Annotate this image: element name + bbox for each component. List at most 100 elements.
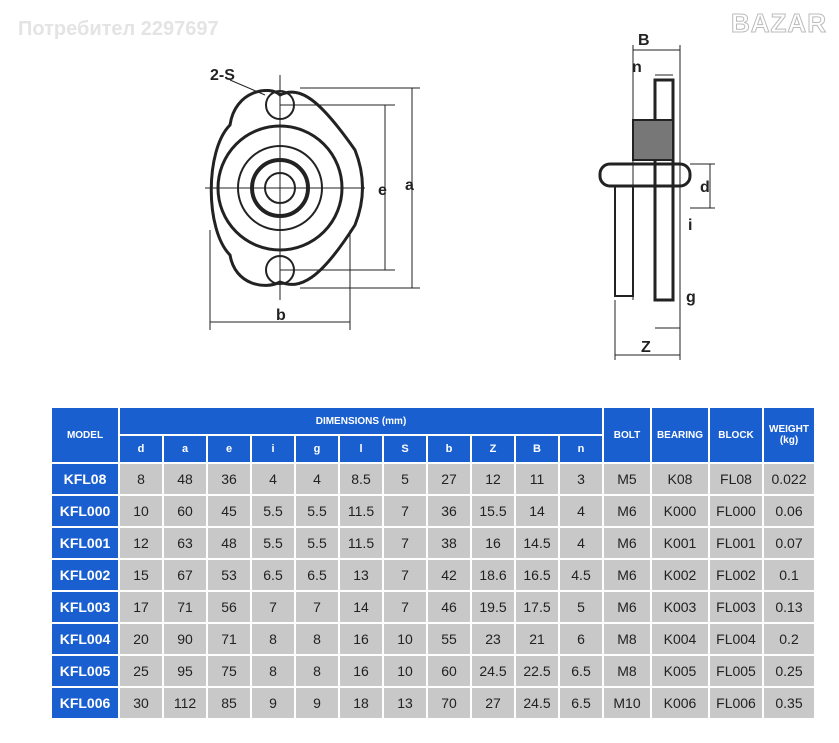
bolt-cell: M6 (604, 592, 650, 622)
dim-cell-l: 14 (340, 592, 382, 622)
bolt-cell: M8 (604, 624, 650, 654)
bearing-cell: K003 (652, 592, 708, 622)
dim-cell-S: 7 (384, 528, 426, 558)
dim-cell-S: 10 (384, 624, 426, 654)
dim-cell-l: 8.5 (340, 464, 382, 494)
dim-cell-a: 90 (164, 624, 206, 654)
dim-cell-g: 6.5 (296, 560, 338, 590)
dim-cell-n: 4 (560, 528, 602, 558)
header-dim-Z: Z (472, 436, 514, 462)
dim-cell-B: 14 (516, 496, 558, 526)
dim-cell-i: 5.5 (252, 528, 294, 558)
dim-cell-n: 4.5 (560, 560, 602, 590)
dim-cell-Z: 18.6 (472, 560, 514, 590)
model-cell: KFL002 (52, 560, 118, 590)
bolt-cell: M6 (604, 560, 650, 590)
weight-cell: 0.35 (764, 688, 814, 718)
header-dim-B: B (516, 436, 558, 462)
dim-cell-b: 70 (428, 688, 470, 718)
model-cell: KFL08 (52, 464, 118, 494)
dim-cell-B: 16.5 (516, 560, 558, 590)
model-cell: KFL006 (52, 688, 118, 718)
dim-cell-i: 5.5 (252, 496, 294, 526)
dim-cell-B: 14.5 (516, 528, 558, 558)
side-view (598, 45, 715, 360)
dim-cell-S: 5 (384, 464, 426, 494)
dim-cell-g: 9 (296, 688, 338, 718)
model-cell: KFL005 (52, 656, 118, 686)
bolt-cell: M6 (604, 528, 650, 558)
dim-cell-l: 18 (340, 688, 382, 718)
weight-cell: 0.13 (764, 592, 814, 622)
front-view (205, 75, 420, 330)
header-dim-a: a (164, 436, 206, 462)
dim-cell-S: 13 (384, 688, 426, 718)
bearing-cell: K000 (652, 496, 708, 526)
block-cell: FL004 (710, 624, 762, 654)
dim-cell-n: 5 (560, 592, 602, 622)
header-block: BLOCK (710, 408, 762, 462)
dim-cell-a: 67 (164, 560, 206, 590)
dim-cell-g: 5.5 (296, 496, 338, 526)
dim-cell-d: 10 (120, 496, 162, 526)
bearing-cell: K006 (652, 688, 708, 718)
dim-cell-e: 75 (208, 656, 250, 686)
header-dimensions: DIMENSIONS (mm) (120, 408, 602, 434)
label-B: B (638, 32, 650, 49)
bolt-cell: M5 (604, 464, 650, 494)
dim-cell-B: 22.5 (516, 656, 558, 686)
block-cell: FL005 (710, 656, 762, 686)
dim-cell-B: 21 (516, 624, 558, 654)
dim-cell-e: 48 (208, 528, 250, 558)
block-cell: FL003 (710, 592, 762, 622)
bearing-cell: K005 (652, 656, 708, 686)
dim-cell-d: 12 (120, 528, 162, 558)
weight-cell: 0.1 (764, 560, 814, 590)
dim-cell-l: 16 (340, 624, 382, 654)
dim-cell-d: 17 (120, 592, 162, 622)
dim-cell-Z: 27 (472, 688, 514, 718)
dim-cell-d: 20 (120, 624, 162, 654)
dim-cell-b: 42 (428, 560, 470, 590)
model-cell: KFL001 (52, 528, 118, 558)
dim-cell-n: 4 (560, 496, 602, 526)
label-b: b (276, 307, 286, 324)
header-dim-g: g (296, 436, 338, 462)
label-2-s: 2-S (210, 67, 235, 84)
dim-cell-g: 4 (296, 464, 338, 494)
dim-cell-i: 7 (252, 592, 294, 622)
dim-cell-e: 36 (208, 464, 250, 494)
block-cell: FL001 (710, 528, 762, 558)
label-a: a (405, 177, 414, 194)
dim-cell-Z: 12 (472, 464, 514, 494)
dim-cell-l: 16 (340, 656, 382, 686)
dim-cell-a: 95 (164, 656, 206, 686)
header-dim-l: l (340, 436, 382, 462)
model-cell: KFL004 (52, 624, 118, 654)
dim-cell-n: 6.5 (560, 688, 602, 718)
model-cell: KFL000 (52, 496, 118, 526)
label-g: g (686, 289, 696, 306)
dim-cell-i: 9 (252, 688, 294, 718)
dim-cell-g: 8 (296, 656, 338, 686)
label-i: i (688, 217, 692, 234)
dim-cell-S: 7 (384, 560, 426, 590)
bearing-cell: K001 (652, 528, 708, 558)
weight-cell: 0.06 (764, 496, 814, 526)
dim-cell-e: 45 (208, 496, 250, 526)
block-cell: FL002 (710, 560, 762, 590)
dim-cell-e: 56 (208, 592, 250, 622)
header-dim-S: S (384, 436, 426, 462)
dim-cell-d: 8 (120, 464, 162, 494)
dim-cell-l: 11.5 (340, 528, 382, 558)
bearing-cell: K08 (652, 464, 708, 494)
dim-cell-i: 6.5 (252, 560, 294, 590)
dim-cell-n: 6 (560, 624, 602, 654)
dim-cell-d: 25 (120, 656, 162, 686)
